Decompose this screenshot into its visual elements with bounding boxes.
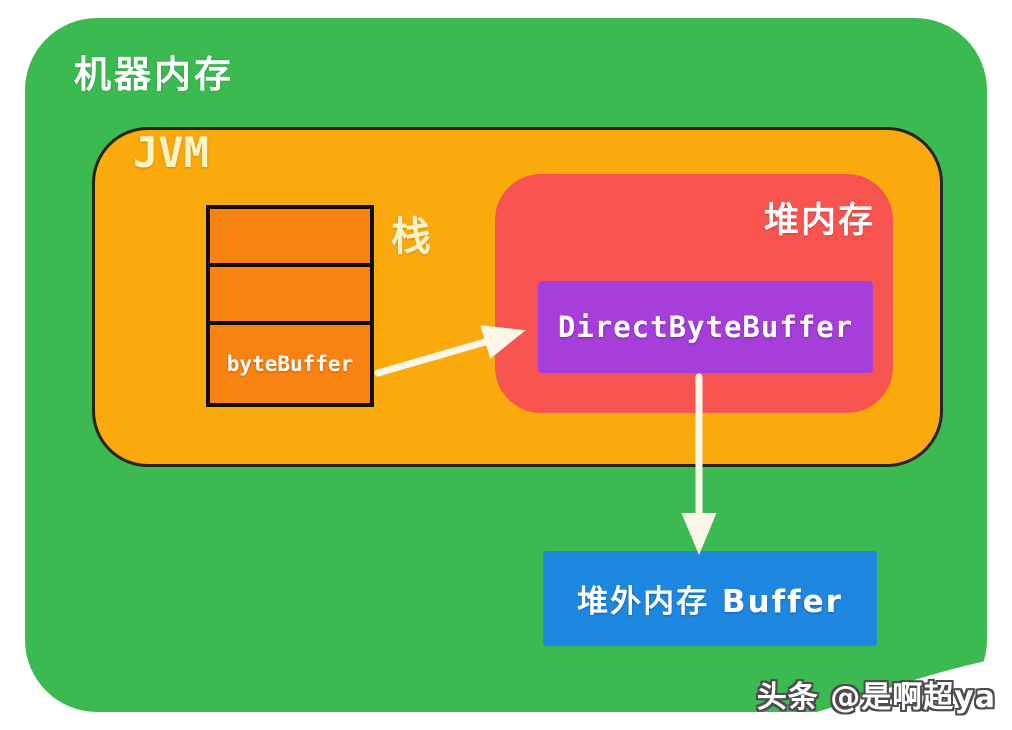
direct-byte-buffer-label: DirectByteBuffer — [557, 310, 854, 344]
stack: byteBuffer — [206, 205, 374, 407]
direct-byte-buffer-box: DirectByteBuffer — [538, 281, 873, 373]
heap-container: 堆内存 DirectByteBuffer — [495, 174, 893, 413]
stack-cell-bytebuffer: byteBuffer — [206, 321, 374, 407]
heap-label: 堆内存 — [763, 201, 875, 241]
stack-cell — [206, 205, 374, 267]
off-heap-buffer-box: 堆外内存 Buffer — [543, 551, 877, 646]
bytebuffer-label: byteBuffer — [226, 352, 354, 376]
stack-cell — [206, 263, 374, 325]
jvm-label: JVM — [133, 128, 209, 177]
watermark-text: 头条 @是啊超ya — [756, 680, 996, 715]
off-heap-buffer-label: 堆外内存 Buffer — [577, 584, 843, 620]
stack-label: 栈 — [391, 214, 431, 260]
machine-memory-label: 机器内存 — [74, 53, 234, 96]
